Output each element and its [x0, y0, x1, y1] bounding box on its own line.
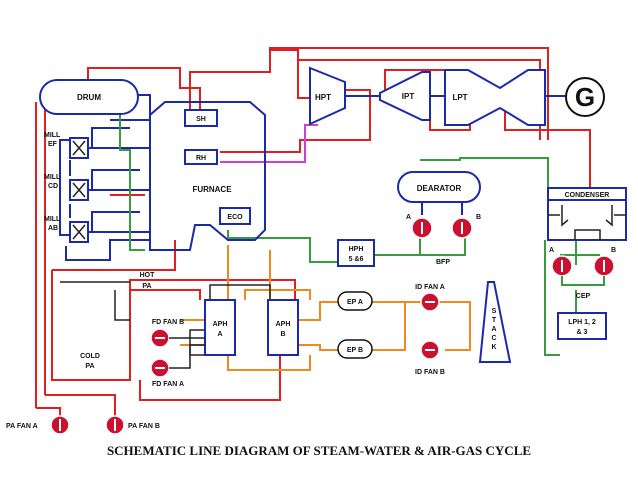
feedwater-lines [119, 115, 600, 356]
cold-pa-label-1: COLD [80, 353, 100, 360]
aph-b-label-1: APH [276, 321, 291, 328]
diagram-caption: SCHEMATIC LINE DIAGRAM OF STEAM-WATER & … [107, 443, 531, 458]
mill-ab-label-1: MILL [44, 216, 61, 223]
id-fan-a-label: ID FAN A [415, 284, 445, 291]
generator: G [565, 77, 605, 117]
mill-ab: MILL AB [44, 216, 89, 243]
ep-b: EP B [337, 339, 373, 359]
ep-a: EP A [337, 291, 373, 311]
ip-turbine: IPT [379, 71, 431, 121]
id-fan-b-label: ID FAN B [415, 369, 445, 376]
mill-ef-label-2: EF [48, 141, 58, 148]
furnace: FURNACE [149, 101, 266, 251]
reheat-line [220, 124, 318, 163]
drum: DRUM [39, 79, 139, 115]
mill-cd-label-1: MILL [44, 174, 61, 181]
cold-pa-label-2: PA [85, 363, 94, 370]
hpt-label: HPT [315, 93, 331, 102]
cep-a-pump-icon [551, 255, 573, 277]
condenser: CONDENSER [547, 187, 627, 241]
mill-ef: MILL EF [44, 132, 89, 159]
bfp-label: BFP [436, 259, 450, 266]
sh-label: SH [196, 116, 206, 123]
pa-fan-b-icon [105, 415, 125, 435]
bfp-a-label: A [406, 214, 411, 221]
stack-letter-s: S [492, 308, 497, 315]
fd-fan-a-label: FD FAN A [152, 381, 184, 388]
aph-a-label-2: A [217, 331, 222, 338]
hph-label-2: 5 &6 [349, 256, 364, 263]
rh-label: RH [196, 155, 206, 162]
cep-a-label: A [549, 247, 554, 254]
id-fan-a-icon [420, 292, 440, 312]
bfp-a-pump-icon [411, 217, 433, 239]
pa-fan-a-icon [50, 415, 70, 435]
fd-fan-b-icon [150, 328, 170, 348]
hp-turbine: HPT [309, 66, 346, 126]
drum-label: DRUM [77, 93, 101, 102]
mill-cd-label-2: CD [48, 183, 58, 190]
bfp-b-pump-icon [451, 217, 473, 239]
bfp-b-label: B [476, 214, 481, 221]
dearator-label: DEARATOR [417, 184, 462, 193]
stack-letter-t: T [492, 317, 497, 324]
aph-a: APH A [204, 299, 236, 356]
superheater: SH [184, 109, 218, 127]
ep-b-label: EP B [347, 347, 363, 354]
lph-label-1: LPH 1, 2 [568, 319, 596, 326]
fd-fan-b-label: FD FAN B [152, 319, 184, 326]
lp-turbine: LPT [444, 69, 546, 126]
ep-a-label: EP A [347, 299, 363, 306]
lph-heater: LPH 1, 2 & 3 [557, 312, 607, 340]
aph-a-label-1: APH [213, 321, 228, 328]
aph-b-label-2: B [280, 331, 285, 338]
stack: S T A C K [478, 281, 512, 363]
mill-ab-label-2: AB [48, 225, 58, 232]
mill-cd: MILL CD [44, 174, 89, 201]
id-fan-b-icon [420, 340, 440, 360]
dearator: DEARATOR [397, 171, 481, 203]
stack-letter-k: K [491, 344, 496, 351]
lpt-label: LPT [452, 93, 467, 102]
hph-label-1: HPH [349, 246, 364, 253]
hph-heater: HPH 5 &6 [337, 239, 375, 267]
generator-label: G [575, 82, 595, 112]
hot-pa-label-1: HOT [140, 272, 156, 279]
furnace-label: FURNACE [192, 185, 232, 194]
reheater: RH [184, 149, 218, 165]
pa-fan-b-label: PA FAN B [128, 423, 160, 430]
hot-pa-label-2: PA [142, 283, 151, 290]
stack-letter-c: C [491, 335, 496, 342]
condenser-label: CONDENSER [565, 192, 610, 199]
ipt-label: IPT [402, 92, 415, 101]
cep-b-label: B [611, 247, 616, 254]
stack-letter-a: A [491, 326, 496, 333]
mill-ef-label-1: MILL [44, 132, 61, 139]
aph-b: APH B [267, 299, 299, 356]
cep-label: CEP [576, 293, 591, 300]
pa-air-lines [60, 281, 271, 356]
cep-b-pump-icon [593, 255, 615, 277]
fd-fan-a-icon [150, 358, 170, 378]
eco-label: ECO [227, 214, 243, 221]
economizer: ECO [219, 207, 251, 225]
pa-fan-a-label: PA FAN A [6, 423, 38, 430]
lph-label-2: & 3 [577, 329, 588, 336]
